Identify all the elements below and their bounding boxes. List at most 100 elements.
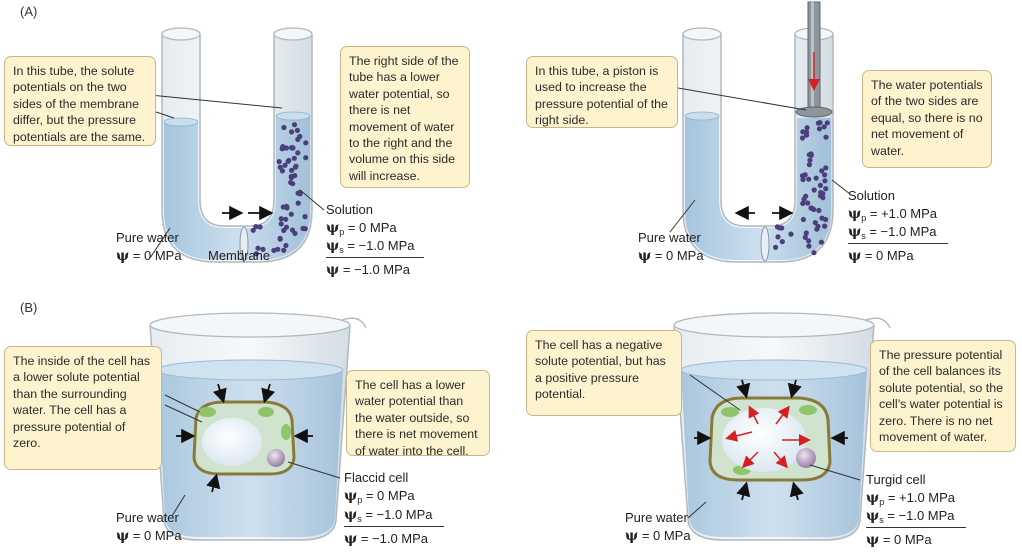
subscript-s: s (357, 514, 362, 524)
solute-dot (822, 178, 828, 184)
sum-rule (326, 257, 424, 258)
solute-dot (824, 120, 830, 126)
sum-rule (344, 526, 444, 527)
subscript-s: s (861, 231, 866, 241)
solute-dot (802, 234, 808, 240)
pure-water-label: Pure water (625, 510, 688, 525)
solute-dot (253, 224, 259, 230)
solute-dot (823, 216, 829, 223)
psi-value: = 0 MPa (641, 528, 691, 543)
psi-symbol: ψ (866, 508, 880, 524)
solute-dot (816, 126, 823, 132)
pure-water-psi: ψ = 0 MPa (638, 248, 704, 264)
u-tube-right (682, 1, 834, 263)
flaccid-cell-label: Flaccid cell (344, 470, 409, 485)
solute-dot (818, 239, 825, 245)
solute-dot (289, 129, 295, 135)
pure-water-psi: ψ = 0 MPa (116, 248, 182, 264)
solute-dot (804, 132, 810, 138)
solute-dot (278, 216, 284, 222)
solute-dot (283, 216, 289, 222)
solute-dot (801, 196, 807, 202)
solute-dot (284, 203, 290, 209)
psi-s-value: = −1.0 MPa (347, 238, 415, 253)
solute-dot (282, 162, 288, 168)
solute-dot (276, 159, 282, 165)
callout-inside-cell: The inside of the cell has a lower solut… (4, 346, 162, 470)
psi-value: = 0 MPa (132, 248, 182, 263)
psi-value: = 0 MPa (654, 248, 704, 263)
solute-dot (303, 140, 309, 146)
psi-symbol: ψ (344, 488, 358, 504)
callout-positive-pressure: The cell has a negative solute potential… (526, 330, 682, 416)
solute-dot (811, 187, 817, 193)
u-tube-left (161, 27, 313, 263)
solute-dot (297, 133, 303, 140)
psi-p-row: ψp = 0 MPa (344, 488, 415, 505)
solute-dot (291, 155, 297, 161)
psi-s-row: ψs = −1.0 MPa (326, 238, 415, 255)
turgid-cell-label: Turgid cell (866, 472, 926, 487)
solute-dot (285, 158, 291, 164)
psi-symbol: ψ (116, 528, 130, 544)
solute-dots (250, 122, 309, 257)
beaker-left (149, 312, 367, 541)
solute-dot (779, 225, 785, 231)
pure-water-label: Pure water (116, 510, 179, 525)
psi-s-value: = −1.0 MPa (869, 224, 937, 239)
solute-dot (277, 164, 283, 170)
solute-dot (277, 236, 283, 242)
solute-dot (800, 216, 807, 223)
solute-dot (817, 182, 824, 188)
psi-total-row: ψ = 0 MPa (866, 532, 932, 548)
callout-balanced: The pressure potential of the cell balan… (870, 340, 1016, 452)
solute-dot (303, 155, 309, 161)
psi-p-row: ψp = 0 MPa (326, 220, 397, 237)
subscript-s: s (339, 245, 344, 255)
solute-dot (804, 125, 810, 131)
psi-total-row: ψ = −1.0 MPa (344, 531, 428, 547)
callout-piston: In this tube, a piston is used to increa… (526, 56, 678, 128)
psi-p-row: ψp = +1.0 MPa (866, 490, 955, 507)
solute-dot (800, 129, 806, 135)
solute-dot (823, 186, 829, 192)
solute-dot (823, 134, 829, 140)
solute-dot (271, 247, 277, 253)
psi-symbol: ψ (116, 248, 130, 264)
solute-dot (803, 230, 809, 236)
solute-dot (281, 124, 287, 131)
subscript-p: p (879, 497, 885, 507)
solute-dot (821, 124, 827, 130)
solute-dot (806, 176, 812, 182)
solute-dot (817, 120, 823, 126)
psi-value: = 0 MPa (132, 528, 182, 543)
subscript-p: p (339, 227, 345, 237)
solute-dot (275, 246, 281, 252)
psi-symbol: ψ (344, 531, 358, 547)
solute-dot (806, 243, 812, 249)
psi-total-row: ψ = 0 MPa (848, 248, 914, 264)
psi-symbol: ψ (866, 532, 880, 548)
solute-dot (278, 221, 284, 227)
psi-s-row: ψs = −1.0 MPa (848, 224, 937, 241)
solute-dot (809, 205, 815, 212)
solute-dot (283, 145, 289, 151)
psi-symbol: ψ (326, 220, 340, 236)
solute-dot (774, 224, 781, 230)
solute-dot (807, 157, 813, 163)
solute-dot (822, 223, 828, 229)
solute-dot (815, 223, 821, 229)
solute-dot (775, 234, 781, 240)
subscript-p: p (861, 213, 867, 223)
callout-equal-potentials: The water potentials of the two sides ar… (862, 70, 992, 168)
solute-dot (288, 211, 294, 217)
psi-symbol: ψ (344, 507, 358, 523)
psi-symbol: ψ (866, 490, 880, 506)
solute-dot (819, 168, 825, 174)
psi-s-row: ψs = −1.0 MPa (344, 507, 433, 524)
solute-dot (806, 238, 812, 244)
psi-s-row: ψs = −1.0 MPa (866, 508, 955, 525)
solute-dot (283, 242, 289, 249)
solution-label: Solution (326, 202, 373, 217)
